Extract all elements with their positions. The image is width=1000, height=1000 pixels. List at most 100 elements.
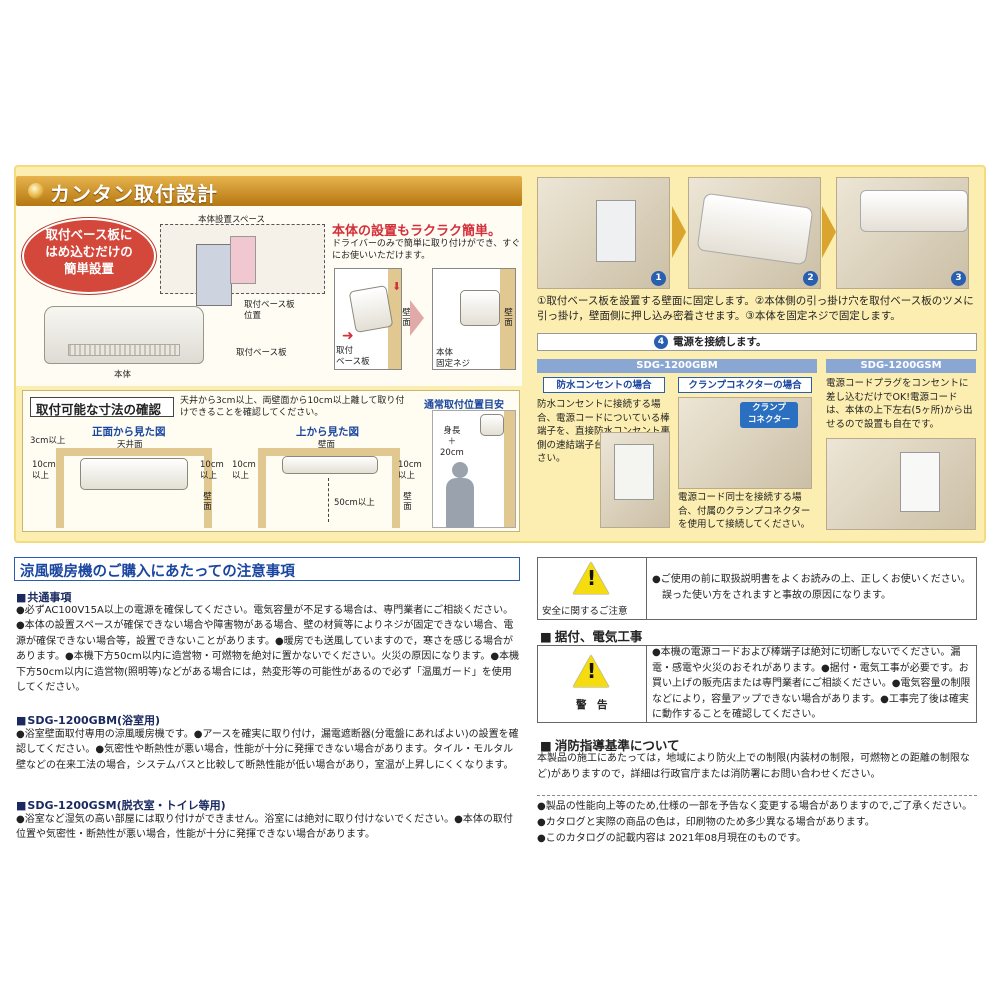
standard-position-title: 通常取付位置目安 [424, 400, 504, 411]
circle-bullet-icon [28, 183, 44, 199]
model-gs-bar: SDG-1200GSM [826, 359, 976, 373]
dimension-note: 天井から3cm以上、両壁面から10cm以上離して取り付けできることを確認してくだ… [180, 396, 405, 418]
gap-50cm-label: 50cm以上 [334, 498, 375, 508]
wall-strip [388, 269, 401, 369]
top-view-title: 上から見た図 [296, 426, 359, 438]
gs-text: ●浴室など湿気の高い部屋には取り付けができません。浴室には絶対に取り付けないでく… [16, 814, 513, 841]
safety-label: 安全に関するご注意 [542, 606, 628, 617]
dimension-title: 取付可能な寸法の確認 [36, 402, 162, 417]
outlet-detail [614, 444, 654, 500]
screw-label: 本体 固定ネジ [436, 348, 471, 369]
exclamation-icon: ! [587, 566, 597, 590]
wall-strip [504, 411, 515, 527]
step-number: 2 [803, 271, 818, 286]
arrow-right-icon [822, 206, 836, 258]
gap-3cm-label: 3cm以上 [30, 436, 66, 446]
person-head [452, 462, 468, 478]
ceiling-label: 天井面 [117, 440, 143, 450]
dimension-line [328, 478, 329, 522]
arrow-down-icon: ⬇ [392, 280, 402, 293]
unit-illustration [460, 290, 500, 326]
base-plate-illustration [196, 244, 232, 306]
dimension-title-box [30, 397, 174, 417]
install-heading: 据付、電気工事 [540, 626, 643, 645]
wall-strip [500, 269, 515, 369]
divider [646, 645, 647, 723]
warning-triangle-icon [573, 655, 609, 687]
caution-header-box [14, 557, 520, 581]
gap-10cm-left: 10cm 以上 [32, 460, 56, 481]
arrow-right-icon [672, 206, 686, 258]
plate-label: 取付ベース板 [236, 348, 287, 358]
note-3: ●このカタログの記載内容は 2021年08月現在のものです。 [537, 833, 807, 844]
waterproof-title: 防水コンセントの場合 [543, 377, 665, 393]
install-text: ●本機の電源コードおよび棒端子は絶対に切断しないでください。漏電・感電や火災のお… [652, 647, 971, 721]
height-label: 身長 ＋ 20cm [440, 426, 464, 458]
wall-label: 壁面 [504, 308, 513, 328]
unit-illustration [480, 414, 504, 436]
wall-vertical-label: 壁面 [403, 492, 412, 512]
top-unit-illustration [282, 456, 378, 474]
arrow-right-icon [410, 300, 424, 336]
left-wall [258, 448, 266, 528]
step-number: 4 [654, 335, 668, 349]
gs-heading: SDG-1200GSM(脱衣室・トイレ等用) [16, 797, 225, 813]
common-text: ●必ずAC100V15A以上の電源を確保してください。電気容量が不足する場合は、… [16, 605, 520, 694]
warning-triangle-icon [573, 562, 609, 594]
model-gb-bar: SDG-1200GBM [537, 359, 817, 373]
caution-title: 涼風暖房機のご購入にあたっての注意事項 [20, 564, 295, 580]
gap-10cm-right: 10cm 以上 [200, 460, 224, 481]
front-view-title: 正面から見た図 [92, 426, 166, 438]
wall-vertical-label: 壁面 [203, 492, 212, 512]
bubble-text: 取付ベース板に はめ込むだけの 簡単設置 [45, 227, 133, 276]
unit-photo-detail [860, 190, 968, 232]
exclamation-icon: ! [587, 659, 597, 683]
step-number: 3 [951, 271, 966, 286]
gs-text: 電源コードプラグをコンセントに差し込むだけでOK!電源コードは、本体の上下左右(… [826, 378, 973, 430]
install-warning-box [537, 645, 977, 723]
easy-install-title: 本体の設置もラクラク簡単。 [332, 224, 502, 239]
wall-label: 壁面 [402, 308, 411, 328]
gap-10cm-left-top: 10cm 以上 [232, 460, 256, 481]
section-header-band [16, 176, 522, 206]
step-number: 1 [651, 271, 666, 286]
clamp-text: 電源コード同士を接続する場合、付属のクランプコネクターを使用して接続してください… [678, 492, 811, 530]
fire-heading: 消防指導基準について [540, 735, 680, 754]
plate-label-a: 取付 ベース板 [336, 346, 370, 367]
arrow-right-icon: ➜ [342, 328, 354, 344]
unit-grille [68, 344, 180, 356]
divider [537, 795, 977, 796]
speech-bubble [22, 218, 156, 294]
warning-label: 警 告 [576, 699, 608, 711]
unit-illustration [348, 285, 394, 333]
gap-10cm-right-top: 10cm 以上 [398, 460, 422, 481]
ceiling-bar [60, 448, 208, 456]
safety-box [537, 557, 977, 620]
clamp-title: クランプコネクターの場合 [678, 377, 812, 393]
gb-heading: SDG-1200GBM(浴室用) [16, 712, 160, 728]
step-4-box [537, 333, 977, 351]
outlet-detail [900, 452, 940, 512]
right-wall [392, 448, 400, 528]
plate-position-label: 取付ベース板 位置 [244, 300, 295, 321]
wall-bar [262, 448, 396, 456]
common-heading: 共通事項 [16, 589, 71, 605]
base-plate-photo-detail [596, 200, 636, 262]
section-title: カンタン取付設計 [50, 182, 218, 206]
right-wall [204, 448, 212, 528]
left-wall [56, 448, 64, 528]
space-label: 本体設置スペース [198, 215, 265, 225]
note-1: ●製品の性能向上等のため,仕様の一部を予告なく変更する場合がありますので,ご了承… [537, 801, 973, 812]
easy-install-subtitle: ドライバーのみで簡単に取り付けができ、すぐにお使いいただけます。 [332, 239, 521, 261]
front-unit-illustration [80, 458, 188, 490]
divider [646, 557, 647, 620]
body-label: 本体 [114, 370, 132, 380]
wall-label: 壁面 [318, 440, 336, 450]
fire-text: 本製品の施工にあたっては，地域により防火上での制限(内装材の制限，可燃物との距離… [537, 753, 970, 780]
gb-text: ●浴室壁面取付専用の涼風暖房機です。●アースを確実に取り付け，漏電遮断器(分電盤… [16, 729, 519, 771]
safety-text: ●ご使用の前に取扱説明書をよくお読みの上、正しくお使いください。 誤った使い方を… [652, 574, 971, 601]
plate-position-illustration [230, 236, 256, 284]
steps-description: ①取付ベース板を設置する壁面に固定します。②本体側の引っ掛け穴を取付ベース板のツ… [537, 295, 974, 322]
step-4-text: 電源を接続します。 [673, 336, 767, 348]
person-body [446, 478, 474, 528]
